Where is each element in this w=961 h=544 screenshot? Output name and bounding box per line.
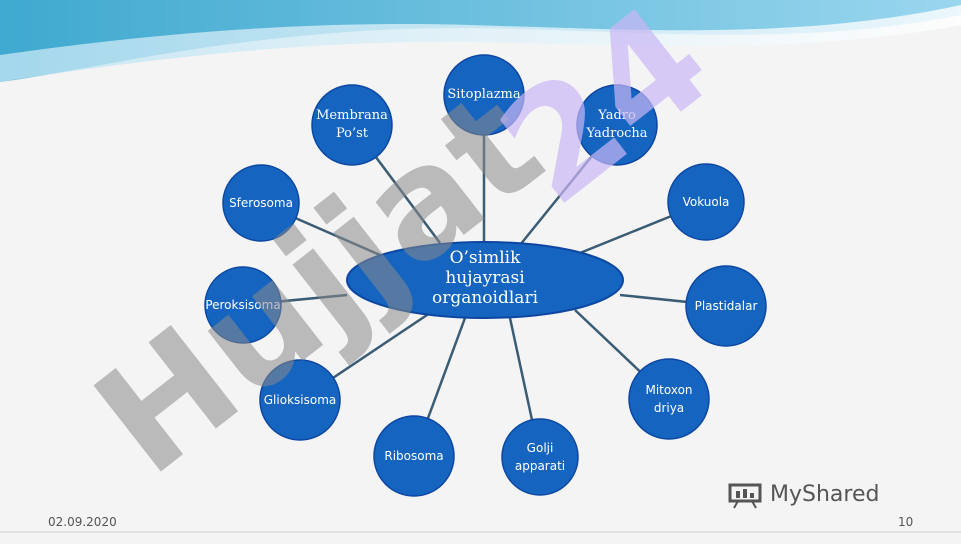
node-plastidalar bbox=[685, 265, 767, 347]
center-line-1: O’simlik bbox=[449, 248, 521, 268]
logo-text: MyShared bbox=[770, 482, 880, 507]
presentation-icon bbox=[728, 483, 764, 508]
node-sferosoma bbox=[222, 164, 300, 242]
node-vokuola bbox=[667, 163, 745, 241]
page-number: 10 bbox=[898, 515, 914, 529]
node-sitoplazma bbox=[443, 54, 525, 136]
header-wave-highlight bbox=[0, 5, 961, 82]
node-membrana bbox=[311, 84, 393, 166]
node-mitoxondriya bbox=[628, 358, 710, 440]
node-golji bbox=[501, 418, 579, 496]
header-wave bbox=[0, 0, 961, 82]
node-glioksisoma bbox=[259, 359, 341, 441]
node-ribosoma bbox=[373, 415, 455, 497]
node-yadro bbox=[576, 84, 658, 166]
center-label: O’simlik hujayrasi organoidlari bbox=[432, 248, 538, 308]
myshared-logo: MyShared bbox=[728, 482, 880, 508]
center-node bbox=[346, 241, 624, 319]
footer-date: 02.09.2020 bbox=[48, 515, 117, 529]
center-line-3: organoidlari bbox=[431, 288, 539, 308]
nodes bbox=[204, 54, 767, 497]
node-peroksisoma bbox=[204, 266, 282, 344]
center-line-2: hujayrasi bbox=[445, 268, 525, 288]
